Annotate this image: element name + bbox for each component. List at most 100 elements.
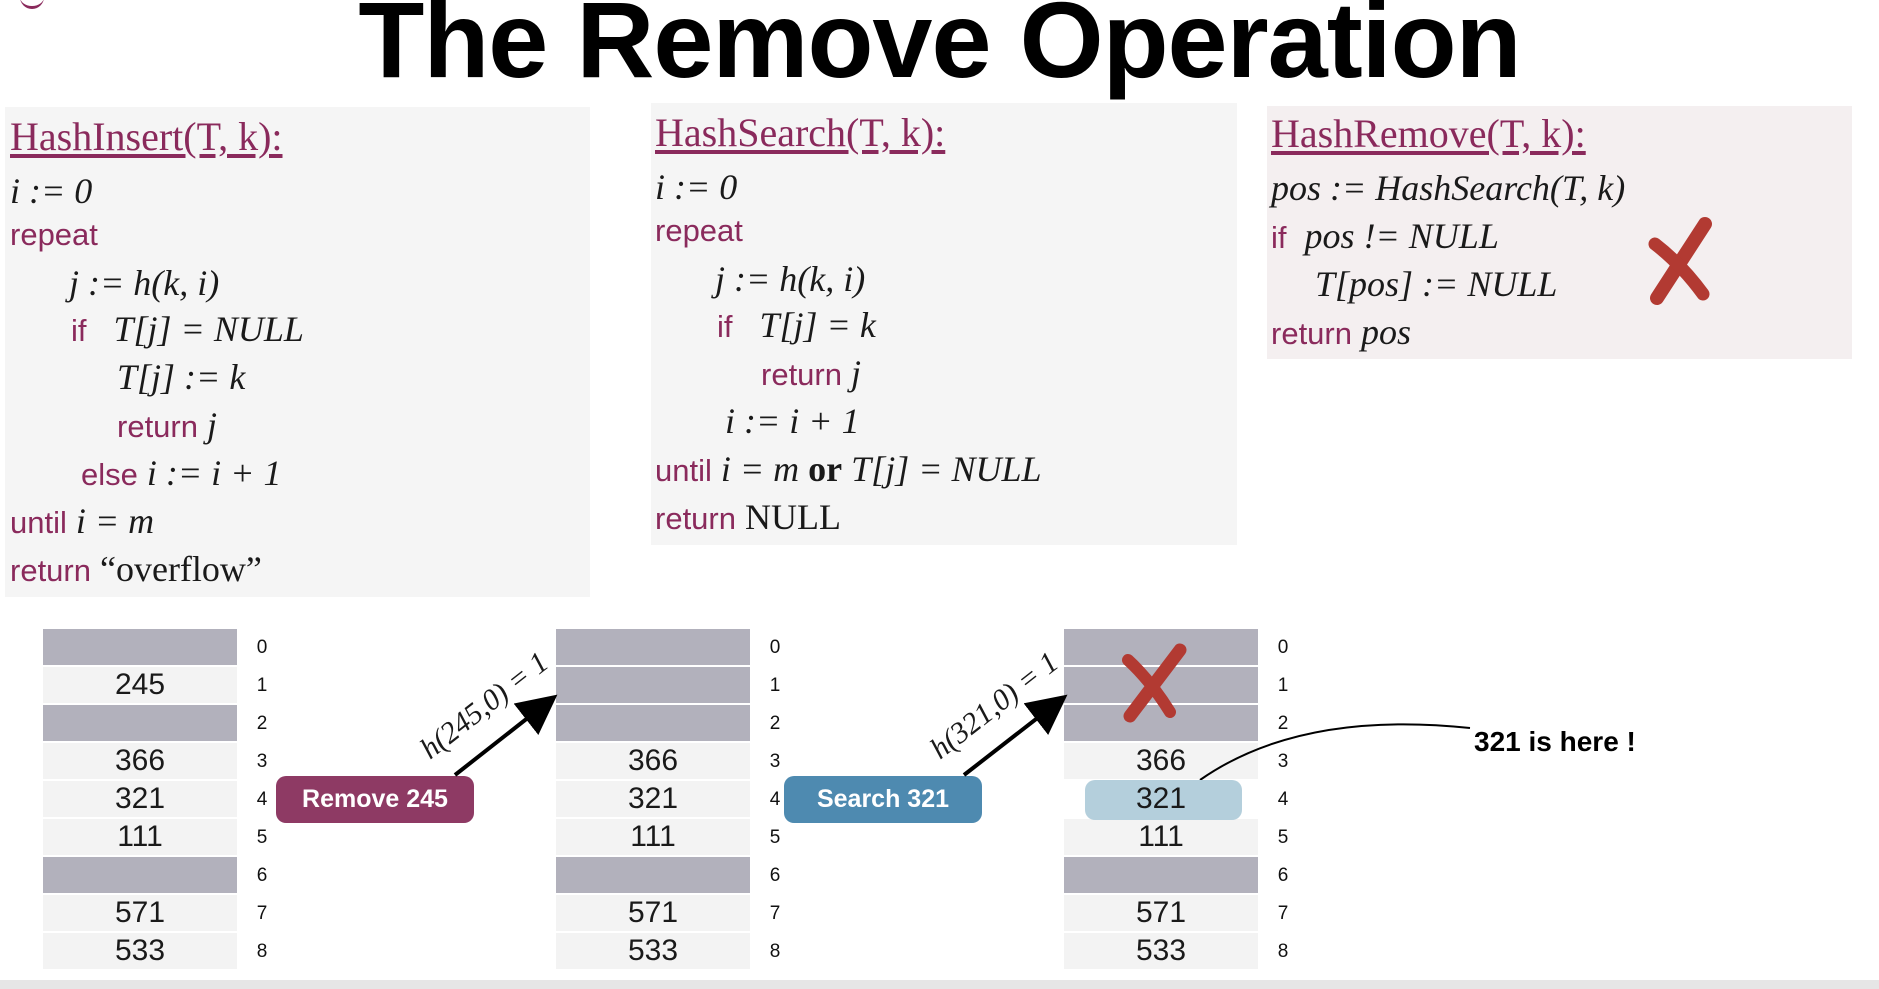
table-3-slot-5: 111: [1064, 819, 1258, 855]
table-2-index-3: 3: [769, 751, 781, 772]
search-line-6: i := i + 1: [725, 401, 860, 441]
table-1-index-0: 0: [256, 637, 268, 658]
table-1-slot-2: [43, 705, 237, 741]
search-until-b: T[j] = NULL: [851, 449, 1042, 489]
slide-title: The Remove Operation: [358, 0, 1521, 100]
remove-245-button[interactable]: Remove 245: [276, 776, 474, 823]
table-1-slot-4: 321: [43, 781, 237, 817]
table-1-slot-6: [43, 857, 237, 893]
hash-label-321: h(321,0) = 1: [924, 645, 1065, 765]
table-3-index-8: 8: [1277, 941, 1289, 962]
insert-line-9: return “overflow”: [10, 549, 262, 591]
table-3-index-0: 0: [1277, 637, 1289, 658]
search-line-4: if T[j] = k: [717, 305, 876, 347]
table-2-slot-5: 111: [556, 819, 750, 855]
table-2-index-0: 0: [769, 637, 781, 658]
table-3-index-3: 3: [1277, 751, 1289, 772]
table-2-index-1: 1: [769, 675, 781, 696]
table-3-index-4: 4: [1277, 789, 1289, 810]
search-kw-repeat: repeat: [655, 213, 743, 248]
hash-search-title: HashSearch(T, k):: [655, 110, 946, 155]
bottom-bar: [0, 980, 1879, 989]
hash-arrow-2: [962, 694, 1068, 777]
insert-line-4: if T[j] = NULL: [71, 309, 304, 351]
remove-kw-return: return: [1271, 316, 1352, 351]
table-3-slot-0: [1064, 629, 1258, 665]
table-3-slot-2: [1064, 705, 1258, 741]
table-1-slot-7: 571: [43, 895, 237, 931]
remove-kw-if: if: [1271, 220, 1287, 255]
insert-kw-until: until: [10, 505, 67, 540]
table-2-slot-0: [556, 629, 750, 665]
found-annotation: 321 is here !: [1474, 726, 1636, 757]
insert-line-3: j := h(k, i): [69, 263, 220, 303]
table-2-slot-2: [556, 705, 750, 741]
table-2-index-6: 6: [769, 865, 781, 886]
insert-line-8: until i = m: [10, 501, 154, 543]
deleted-slot-cross-icon: [1122, 643, 1187, 723]
table-3-slot-6: [1064, 857, 1258, 893]
table-2-slot-6: [556, 857, 750, 893]
search-until-a: i = m: [720, 449, 800, 489]
remove-line-2: if pos != NULL: [1271, 216, 1499, 258]
insert-line-6: return j: [117, 405, 217, 447]
insert-kw-return: return: [117, 409, 198, 444]
hash-label-245: h(245,0) = 1: [414, 645, 555, 765]
search-line-3: j := h(k, i): [715, 259, 866, 299]
table-3-index-7: 7: [1277, 903, 1289, 924]
insert-else-val: i := i + 1: [146, 453, 282, 493]
table-2-slot-4: 321: [556, 781, 750, 817]
table-1-slot-3: 366: [43, 743, 237, 779]
corner-decoration: [20, 0, 44, 9]
table-1-slot-8: 533: [43, 933, 237, 969]
table-2-slot-8: 533: [556, 933, 750, 969]
table-2-slot-1: [556, 667, 750, 703]
annotation-pointer: [1199, 723, 1471, 781]
search-321-button[interactable]: Search 321: [784, 776, 982, 823]
insert-line-5: T[j] := k: [117, 357, 246, 397]
search-kw-if: if: [717, 309, 733, 344]
search-line-7: until i = m or T[j] = NULL: [655, 449, 1042, 491]
table-1-index-6: 6: [256, 865, 268, 886]
insert-kw-if: if: [71, 313, 87, 348]
table-2-slot-7: 571: [556, 895, 750, 931]
search-until-or: or: [808, 449, 843, 489]
search-line-1: i := 0: [655, 167, 738, 207]
insert-if-cond: T[j] = NULL: [113, 309, 304, 349]
search-if-cond: T[j] = k: [759, 305, 876, 345]
search-return-null: NULL: [744, 497, 841, 537]
remove-line-3: T[pos] := NULL: [1315, 264, 1558, 304]
remove-return-val: pos: [1360, 312, 1411, 352]
insert-line-7: else i := i + 1: [81, 453, 281, 495]
table-1-slot-1: 245: [43, 667, 237, 703]
table-3-slot-4: 321: [1135, 782, 1187, 815]
hash-insert-title: HashInsert(T, k):: [10, 114, 283, 159]
search-return-val: j: [850, 353, 861, 393]
table-1-index-2: 2: [256, 713, 268, 734]
hash-remove-title: HashRemove(T, k):: [1271, 111, 1586, 156]
table-3-index-1: 1: [1277, 675, 1289, 696]
search-kw-return-2: return: [655, 501, 736, 536]
remove-line-4: return pos: [1271, 312, 1411, 354]
table-1-index-7: 7: [256, 903, 268, 924]
remove-if-cond: pos != NULL: [1304, 216, 1499, 256]
table-2-slot-3: 366: [556, 743, 750, 779]
insert-return-val: j: [206, 405, 217, 445]
table-3-index-5: 5: [1277, 827, 1289, 848]
insert-kw-return-2: return: [10, 553, 91, 588]
search-line-5: return j: [761, 353, 861, 395]
table-1-slot-0: [43, 629, 237, 665]
table-3-index-6: 6: [1277, 865, 1289, 886]
hash-arrow-1: [453, 694, 558, 777]
insert-until-val: i = m: [75, 501, 155, 541]
table-1-index-5: 5: [256, 827, 268, 848]
table-2-index-5: 5: [769, 827, 781, 848]
search-kw-return: return: [761, 357, 842, 392]
table-2-index-2: 2: [769, 713, 781, 734]
insert-kw-else: else: [81, 457, 138, 492]
table-1-index-3: 3: [256, 751, 268, 772]
insert-overflow: “overflow”: [99, 549, 262, 589]
found-slot-highlight: [1085, 780, 1242, 820]
hash-insert-box: HashInsert(T, k): i := 0 repeat j := h(k…: [5, 107, 590, 597]
